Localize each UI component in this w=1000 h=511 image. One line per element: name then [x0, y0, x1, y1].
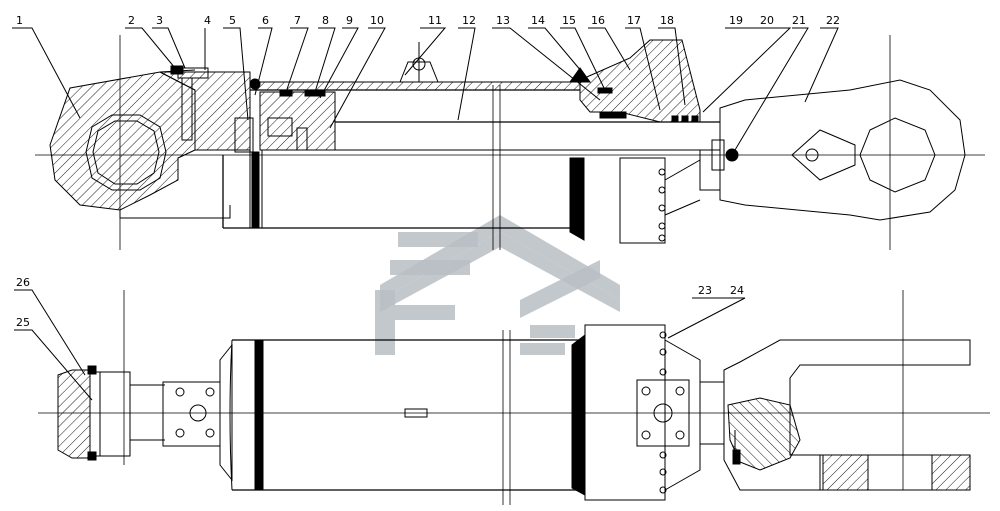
callout-2: 2 [128, 14, 135, 27]
front-rod-eye [711, 79, 966, 221]
lifting-lug [399, 42, 439, 83]
callout-22: 22 [826, 14, 840, 27]
front-gland-head [569, 39, 721, 244]
callout-25: 25 [16, 316, 30, 329]
bottom-outside-view [38, 290, 990, 505]
callout-8: 8 [322, 14, 329, 27]
callout-numbers: 1 2 3 4 5 6 7 8 9 10 11 12 13 14 15 16 1… [16, 14, 840, 329]
piston-rod [335, 121, 720, 151]
callout-leaders [12, 27, 839, 401]
callout-16: 16 [591, 14, 605, 27]
callout-26: 26 [16, 276, 30, 289]
callout-12: 12 [462, 14, 476, 27]
barrel-outside [229, 339, 580, 491]
callout-10: 10 [370, 14, 384, 27]
rear-flange-plate [162, 343, 233, 482]
callout-19: 19 [729, 14, 743, 27]
callout-1: 1 [16, 14, 23, 27]
callout-5: 5 [229, 14, 236, 27]
callout-23: 23 [698, 284, 712, 297]
callout-24: 24 [730, 284, 744, 297]
rear-head-block [159, 65, 254, 153]
callout-13: 13 [496, 14, 510, 27]
callout-15: 15 [562, 14, 576, 27]
callout-18: 18 [660, 14, 674, 27]
top-section-view [35, 35, 985, 250]
front-flange [571, 324, 725, 501]
callout-11: 11 [428, 14, 442, 27]
callout-20: 20 [760, 14, 774, 27]
rod-clevis [723, 339, 971, 491]
callout-3: 3 [156, 14, 163, 27]
callout-6: 6 [262, 14, 269, 27]
callout-17: 17 [627, 14, 641, 27]
callout-7: 7 [294, 14, 301, 27]
callout-14: 14 [531, 14, 545, 27]
callout-21: 21 [792, 14, 806, 27]
callout-9: 9 [346, 14, 353, 27]
rear-end-cap [57, 365, 165, 461]
callout-4: 4 [204, 14, 211, 27]
